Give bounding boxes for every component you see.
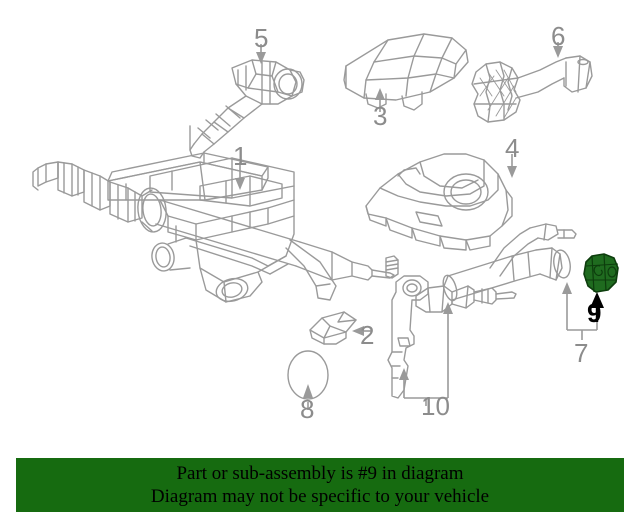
part-6-turn-signal-lever: [471, 55, 593, 123]
part-8-grommet: [287, 350, 329, 400]
part-1-steering-column-assembly: [32, 152, 395, 303]
part-2-retaining-clip: [309, 311, 357, 345]
part-info-banner: Part or sub-assembly is #9 in diagram Di…: [16, 458, 624, 512]
callout-label-4: 4: [505, 133, 520, 163]
callout-leaders: [235, 42, 604, 410]
part-10-key: [387, 275, 429, 399]
callout-label-8: 8: [300, 394, 315, 424]
callout-label-10: 10: [421, 391, 450, 421]
callout-label-1: 1: [233, 141, 248, 171]
part-7-intermediate-shaft: [415, 223, 577, 313]
callout-label-7: 7: [574, 338, 589, 368]
callout-label-5: 5: [254, 23, 269, 53]
part-bolt-detail: [385, 255, 399, 279]
banner-line-2: Diagram may not be specific to your vehi…: [150, 486, 490, 507]
callout-label-2: 2: [360, 320, 375, 350]
part-5-multifunction-switch: [189, 59, 305, 159]
callout-label-6: 6: [551, 21, 566, 51]
callout-label-3: 3: [373, 101, 388, 131]
callout-label-9: 9: [587, 298, 602, 328]
part-3-upper-column-cover: [343, 33, 469, 111]
banner-line-1: Part or sub-assembly is #9 in diagram: [176, 463, 464, 484]
part-9-highlighted-boot: [583, 253, 619, 293]
part-4-lower-column-cover: [365, 153, 513, 251]
